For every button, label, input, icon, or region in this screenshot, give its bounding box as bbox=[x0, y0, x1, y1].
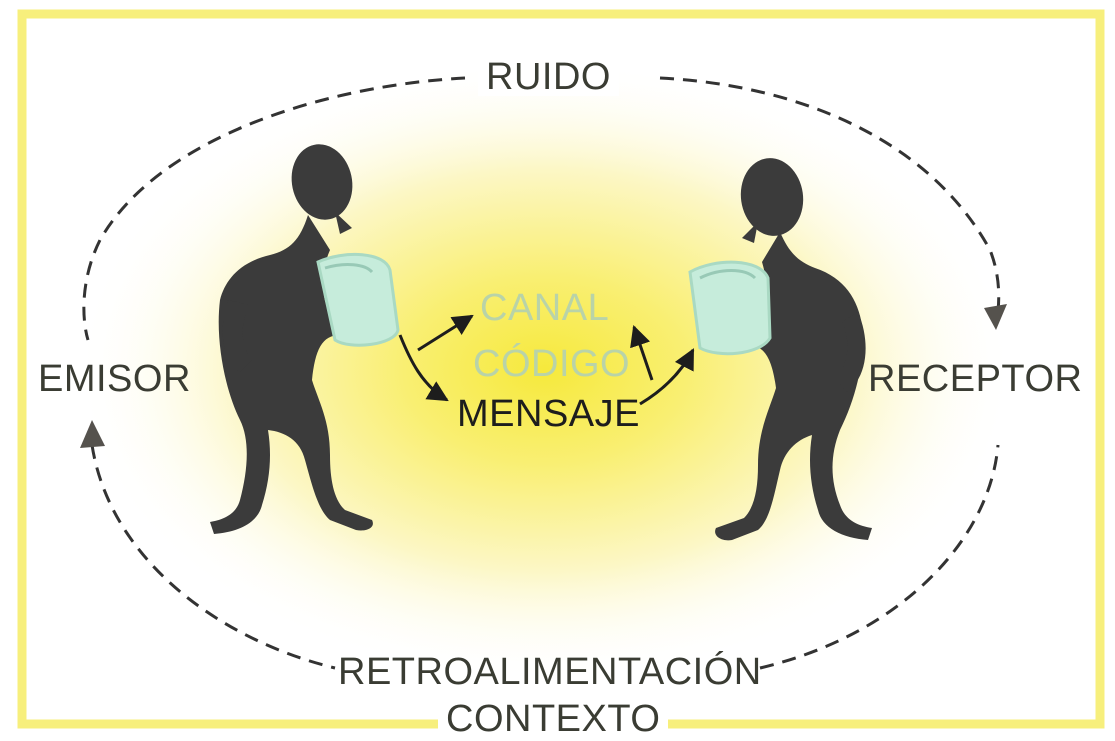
channel-label: CANAL bbox=[480, 289, 609, 327]
message-label: MENSAJE bbox=[457, 395, 640, 433]
sender-label: EMISOR bbox=[38, 360, 191, 398]
glass-jar-icon bbox=[690, 262, 770, 354]
context-label: CONTEXTO bbox=[438, 700, 668, 738]
code-label: CÓDIGO bbox=[473, 345, 630, 383]
feedback-label: RETROALIMENTACIÓN bbox=[338, 653, 762, 691]
noise-label: RUIDO bbox=[478, 58, 619, 96]
receiver-label: RECEPTOR bbox=[868, 360, 1082, 398]
